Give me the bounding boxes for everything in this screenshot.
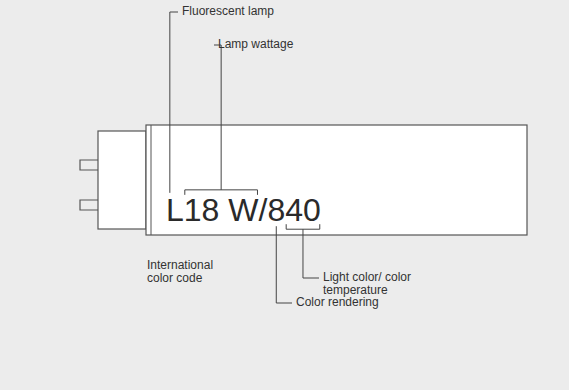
part-label: Fluorescent lamp (182, 5, 274, 18)
part-label: International color code (147, 259, 242, 285)
lamp-tube (146, 125, 527, 235)
pins (80, 160, 98, 210)
leader-line (303, 229, 319, 278)
leader-line (170, 12, 178, 193)
leader-line (276, 226, 292, 303)
part-label: Light color/ color temperature (323, 271, 423, 297)
cap-edge (151, 125, 152, 235)
pin (80, 200, 98, 210)
pin (80, 160, 98, 170)
end-cap (98, 131, 146, 229)
leader-line (214, 45, 221, 190)
part-label: Lamp wattage (218, 38, 293, 51)
part-label: Color rendering (296, 296, 379, 309)
lamp-code: L18 W/840 (166, 194, 321, 226)
